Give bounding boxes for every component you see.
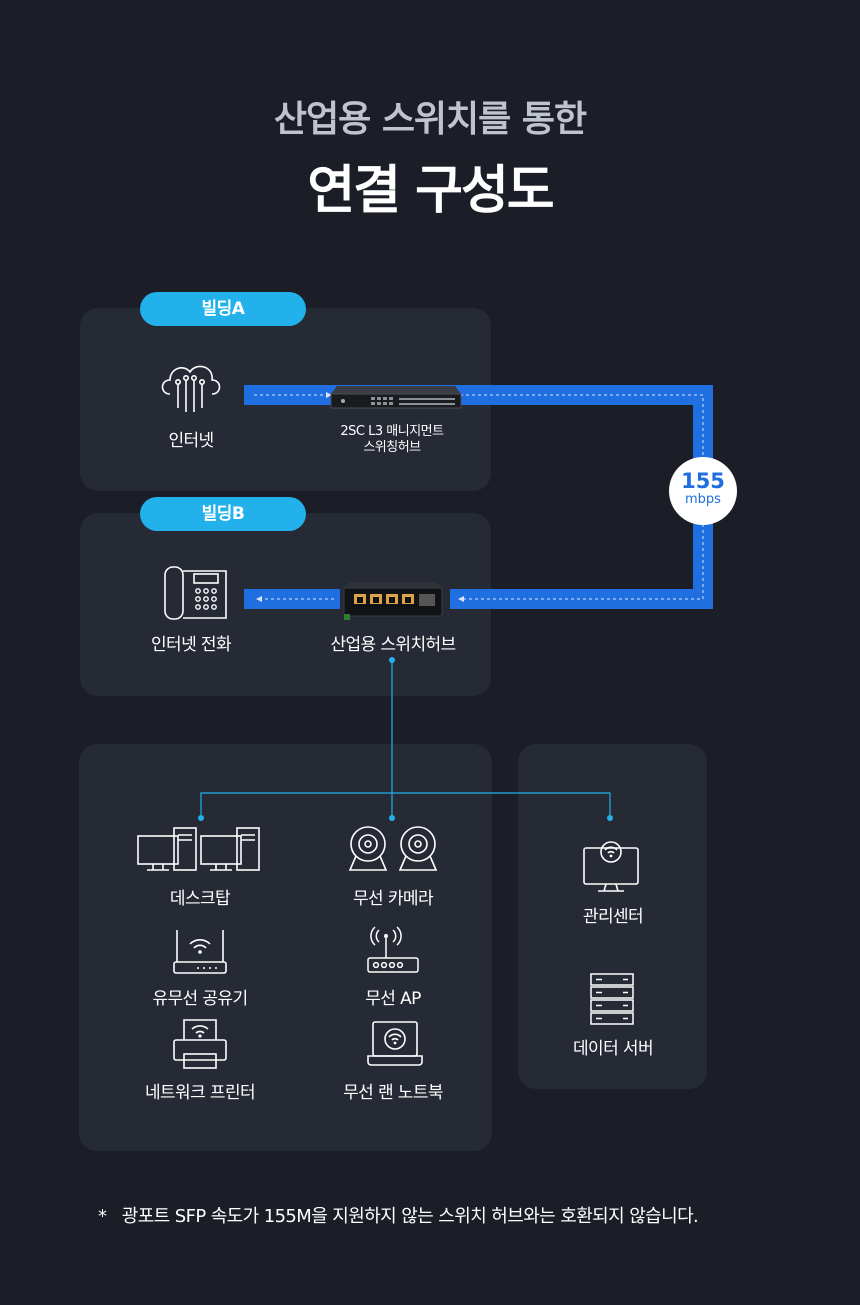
industrial-switch-icon: [343, 582, 443, 620]
ip-phone-label: 인터넷 전화: [150, 635, 232, 655]
monitor-icon: [583, 841, 639, 892]
l3-hub-label-line1: 2SC L3 매니지먼트: [340, 424, 444, 439]
device-tree-lines: [200, 660, 611, 818]
server-label-management: 관리센터: [582, 907, 644, 927]
l3-hub-label: 2SC L3 매니지먼트 스위칭허브: [312, 424, 472, 456]
speed-value: 155: [681, 469, 725, 493]
device-label-access-point: 무선 AP: [365, 989, 421, 1009]
title-heading: 연결 구성도: [307, 161, 554, 221]
speed-badge: 155 mbps: [669, 457, 737, 525]
title-subheading: 산업용 스위치를 통한: [273, 99, 587, 140]
building-b-badge: 빌딩B: [140, 497, 306, 531]
cloud-network-icon: [161, 365, 221, 412]
internet-label: 인터넷: [168, 431, 214, 451]
speed-unit: mbps: [685, 492, 721, 507]
camera-icon: [348, 826, 438, 871]
server-icon: [590, 973, 634, 1025]
device-label-camera: 무선 카메라: [352, 889, 434, 909]
device-label-desktop: 데스크탑: [169, 889, 231, 909]
tree-nodes: [198, 657, 613, 821]
printer-icon: [173, 1019, 227, 1069]
l3-switch-icon: [330, 386, 462, 409]
router-icon: [173, 930, 227, 974]
laptop-icon: [367, 1021, 423, 1066]
devices-panel: [79, 744, 492, 1151]
desktop-icon: [137, 827, 260, 871]
device-label-printer: 네트워크 프린터: [144, 1083, 256, 1103]
l3-hub-label-line2: 스위칭허브: [363, 440, 421, 455]
industrial-hub-label: 산업용 스위치허브: [330, 635, 456, 655]
server-label-data: 데이터 서버: [572, 1039, 654, 1059]
ip-phone-icon: [164, 566, 227, 620]
device-label-router: 유무선 공유기: [152, 989, 248, 1009]
servers-panel: [518, 744, 707, 1089]
compatibility-footnote: * 광포트 SFP 속도가 155M을 지원하지 않는 스위치 허브와는 호환되…: [98, 1206, 699, 1227]
arrow-heads: [256, 392, 464, 602]
device-label-laptop: 무선 랜 노트북: [343, 1083, 443, 1103]
building-a-badge: 빌딩A: [140, 292, 306, 326]
access-point-icon: [367, 926, 419, 973]
